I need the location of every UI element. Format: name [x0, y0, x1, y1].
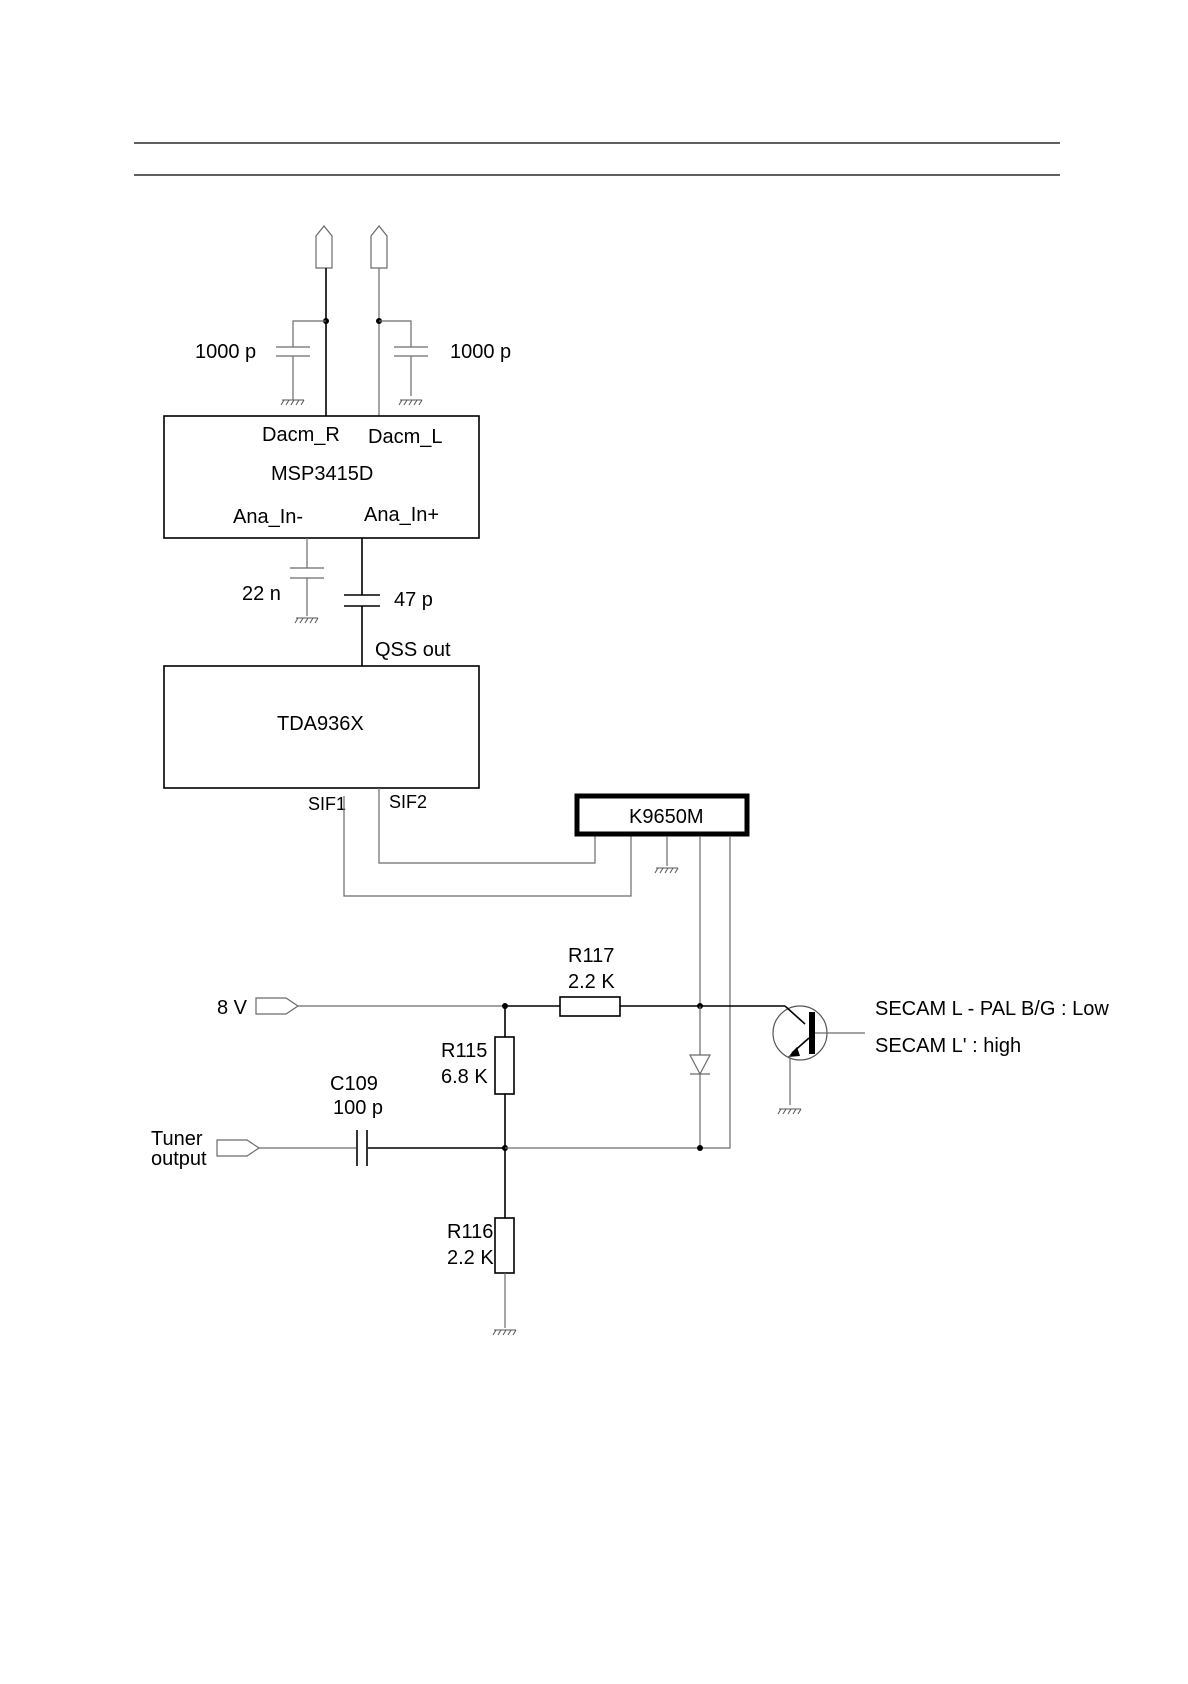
diode-symbol [689, 1054, 711, 1076]
msp-chip-box [163, 415, 480, 539]
cap-22n-value: 22 n [242, 583, 281, 605]
output-connector-left [370, 225, 388, 269]
ground-symbol [492, 1329, 517, 1336]
output-connector-right [315, 225, 333, 269]
tuner-label-line1: Tuner [151, 1128, 203, 1150]
r116-ref: R116 [447, 1221, 493, 1243]
ground-symbol [294, 617, 319, 624]
resistor-r117 [559, 996, 621, 1017]
cap-l-value: 1000 p [450, 341, 511, 363]
wire-saw-input [700, 836, 731, 1149]
cap-47p-value: 47 p [394, 589, 433, 611]
mode-note-line1: SECAM L - PAL B/G : Low [875, 998, 1109, 1020]
c109-ref: C109 [330, 1073, 378, 1095]
msp-pin-ana-in-minus: Ana_In- [233, 506, 303, 528]
tda-pin-sif2: SIF2 [389, 792, 427, 812]
supply-connector [255, 997, 300, 1015]
tda-pin-sif1: SIF1 [308, 794, 346, 814]
r117-value: 2.2 K [568, 971, 615, 993]
wire-sif2 [378, 788, 596, 864]
msp-pin-ana-in-plus: Ana_In+ [364, 504, 439, 526]
r117-ref: R117 [568, 945, 614, 967]
tda-pin-qss: QSS out [375, 639, 451, 661]
wire-cap-r [292, 320, 326, 396]
r115-ref: R115 [441, 1040, 487, 1062]
resistor-r116 [494, 1217, 515, 1274]
msp-pin-dacm-l: Dacm_L [368, 426, 442, 448]
tda-chip-box [163, 665, 480, 789]
r116-value: 2.2 K [447, 1247, 494, 1269]
ground-symbol [777, 1108, 802, 1115]
tuner-connector [216, 1139, 261, 1157]
c109-value: 100 p [333, 1097, 383, 1119]
transistor-symbol [772, 1005, 865, 1105]
saw-filter-box [574, 793, 750, 837]
msp-chip-name: MSP3415D [271, 463, 373, 485]
r115-value: 6.8 K [441, 1066, 488, 1088]
supply-label: 8 V [217, 997, 248, 1019]
cap-r-value: 1000 p [195, 341, 256, 363]
tda-chip-name: TDA936X [277, 713, 364, 735]
tuner-label-line2: output [151, 1148, 207, 1170]
wire-cap-l [379, 320, 412, 396]
ground-symbol [654, 867, 679, 874]
ground-symbol [280, 399, 305, 406]
mode-note-line2: SECAM L' : high [875, 1035, 1021, 1057]
wire-sif1 [343, 796, 632, 897]
junction-diode [697, 1145, 703, 1151]
saw-filter-name: K9650M [629, 806, 704, 828]
resistor-r115 [494, 1036, 515, 1095]
ground-symbol [398, 399, 423, 406]
msp-pin-dacm-r: Dacm_R [262, 424, 340, 446]
